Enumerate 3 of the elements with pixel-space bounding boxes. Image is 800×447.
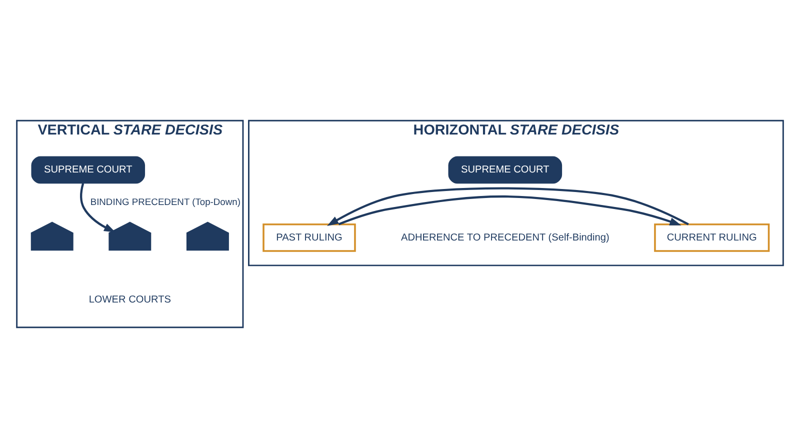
label: LOWER COURTS xyxy=(88,294,171,305)
edge-label: BINDING PRECEDENT (Top-Down) xyxy=(90,196,240,207)
label: ADHERENCE TO PRECEDENT (Self-Binding) xyxy=(400,232,610,243)
